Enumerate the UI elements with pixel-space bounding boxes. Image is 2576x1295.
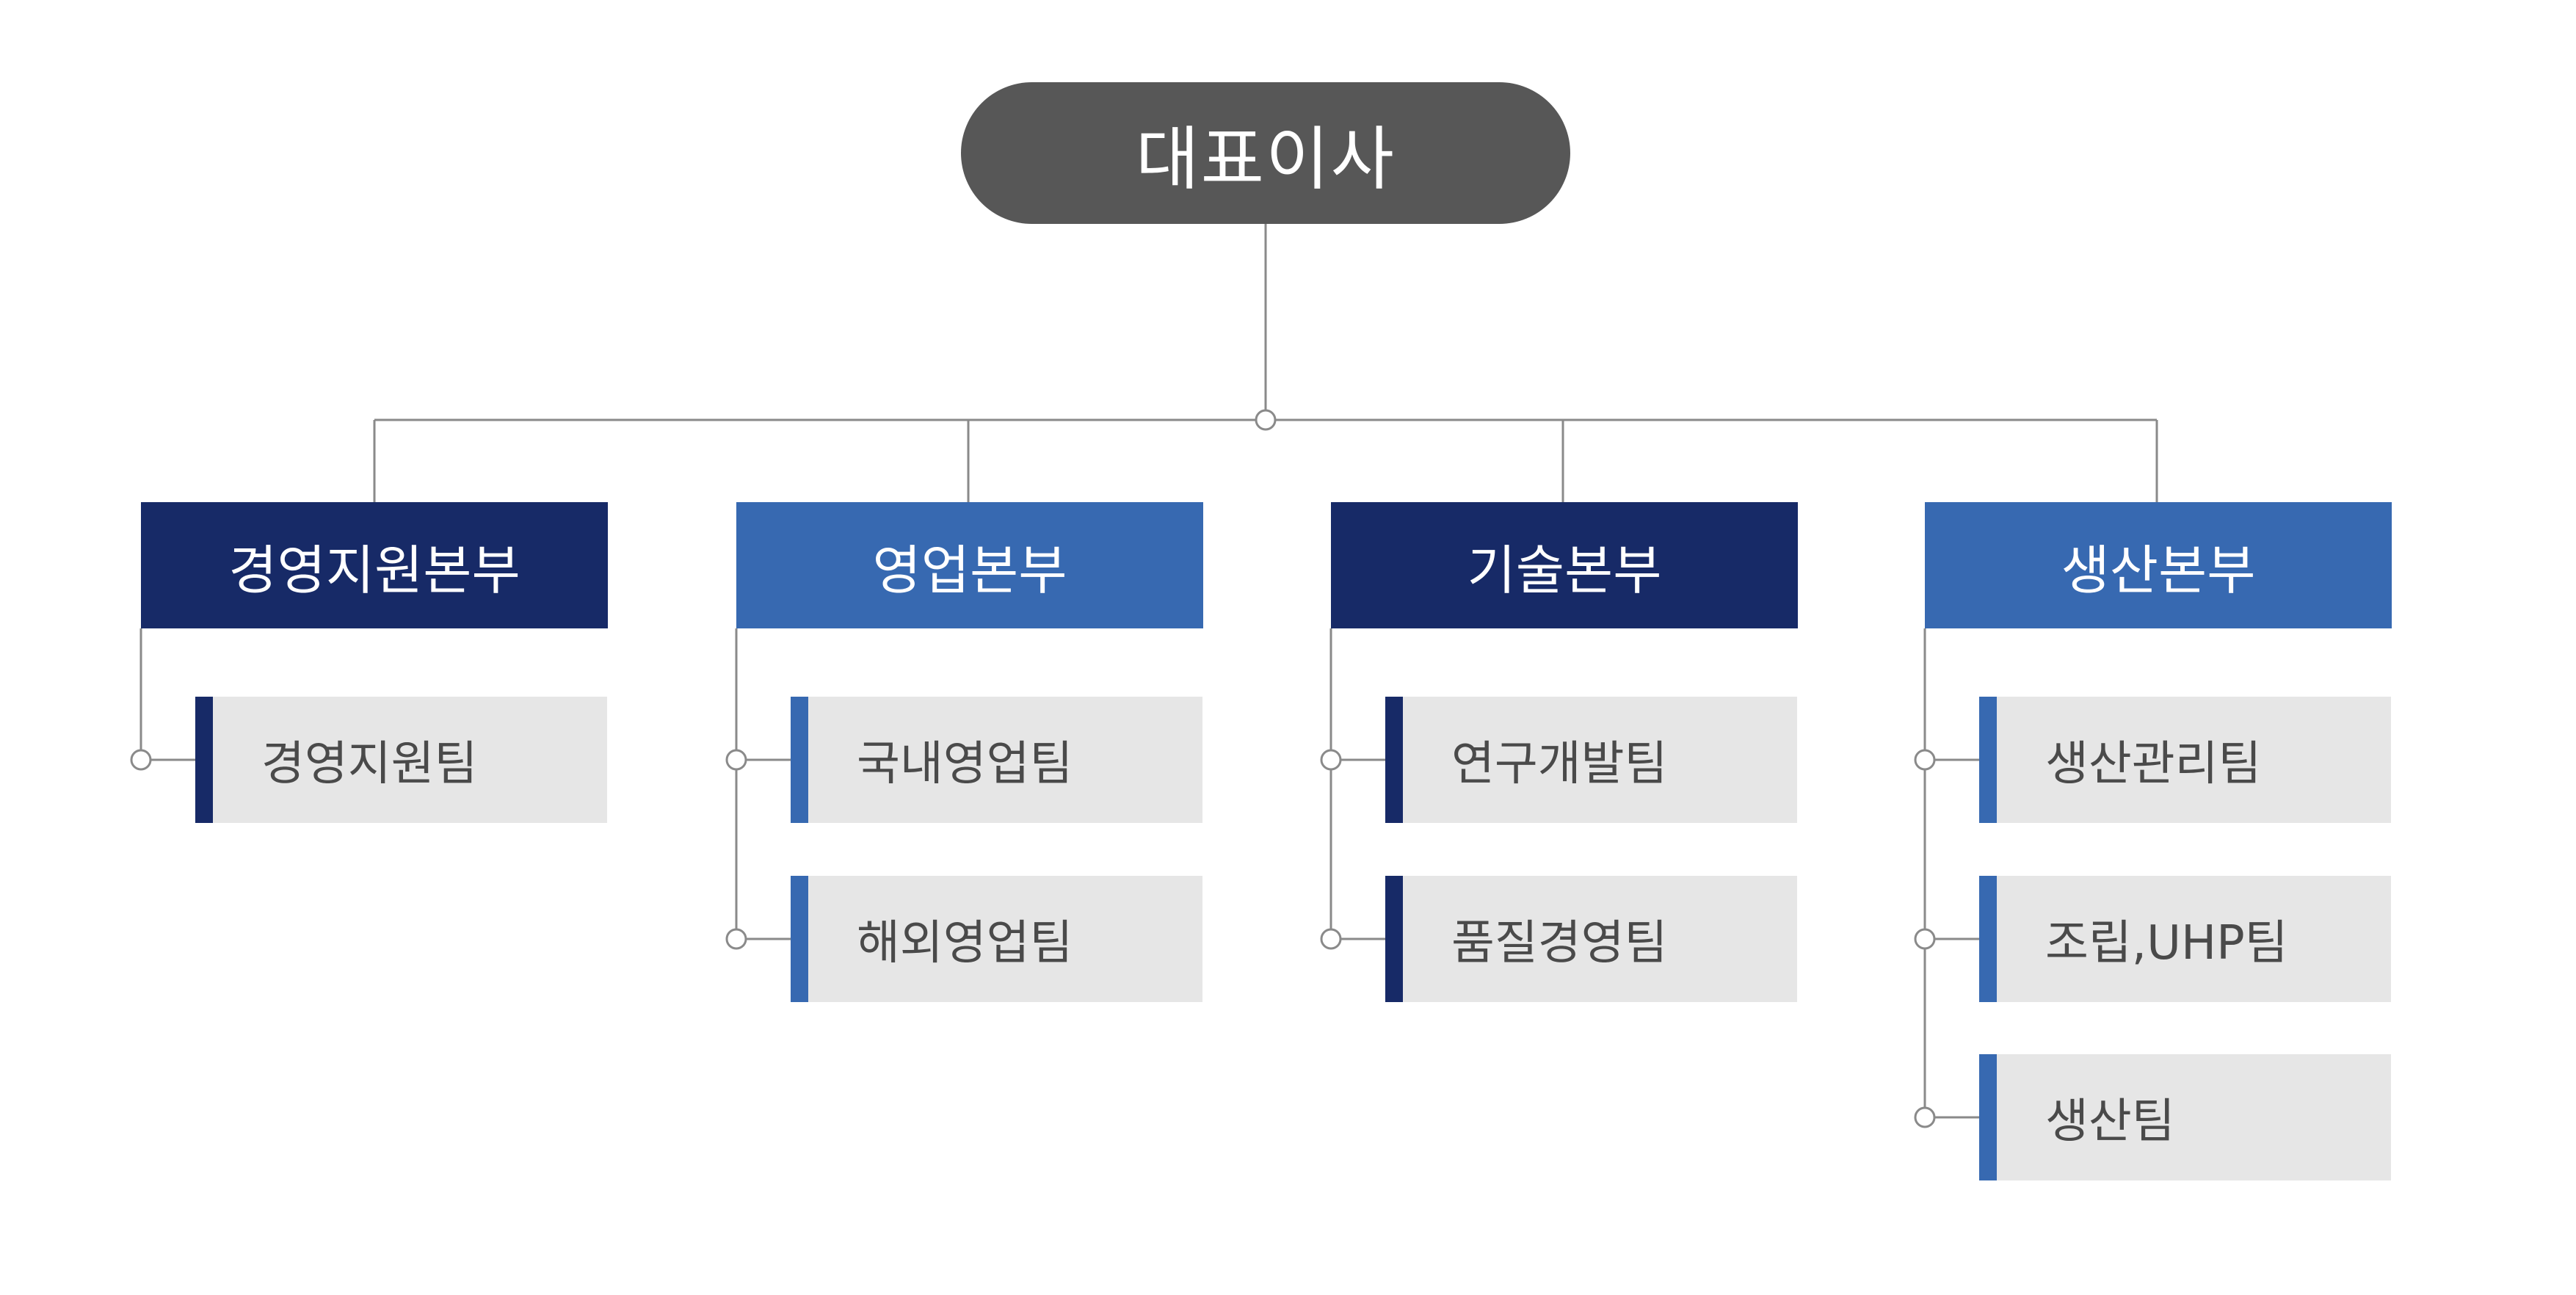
team-box: 품질경영팀 — [1385, 876, 1797, 1002]
team-accent-bar — [1979, 1054, 1997, 1180]
team-label: 품질경영팀 — [1451, 916, 1668, 971]
team-label: 국내영업팀 — [857, 737, 1073, 791]
team-box: 경영지원팀 — [195, 697, 607, 823]
team-accent-bar — [195, 697, 213, 823]
team-label: 경영지원팀 — [261, 737, 478, 791]
team-box: 생산관리팀 — [1979, 697, 2391, 823]
division-label: 경영지원본부 — [228, 539, 520, 601]
team-box: 생산팀 — [1979, 1054, 2391, 1180]
ceo-node: 대표이사 — [961, 82, 1570, 224]
team-accent-bar — [1979, 876, 1997, 1002]
division-label: 생산본부 — [2061, 539, 2256, 601]
team-label: 해외영업팀 — [857, 916, 1073, 971]
division-management-support: 경영지원본부 — [141, 502, 608, 628]
ceo-label: 대표이사 — [1136, 119, 1396, 200]
team-label: 조립,UHP팀 — [2045, 916, 2288, 971]
team-label: 생산팀 — [2045, 1095, 2175, 1149]
division-label: 기술본부 — [1467, 539, 1662, 601]
division-production: 생산본부 — [1925, 502, 2392, 628]
team-label: 연구개발팀 — [1451, 737, 1668, 791]
division-label: 영업본부 — [872, 539, 1067, 601]
team-box: 연구개발팀 — [1385, 697, 1797, 823]
division-technology: 기술본부 — [1331, 502, 1798, 628]
team-accent-bar — [1979, 697, 1997, 823]
division-sales: 영업본부 — [736, 502, 1203, 628]
team-accent-bar — [1385, 697, 1403, 823]
team-accent-bar — [791, 697, 808, 823]
team-box: 조립,UHP팀 — [1979, 876, 2391, 1002]
team-label: 생산관리팀 — [2045, 737, 2262, 791]
team-box: 국내영업팀 — [791, 697, 1202, 823]
team-accent-bar — [1385, 876, 1403, 1002]
team-accent-bar — [791, 876, 808, 1002]
team-box: 해외영업팀 — [791, 876, 1202, 1002]
junction-node — [1255, 409, 1277, 431]
